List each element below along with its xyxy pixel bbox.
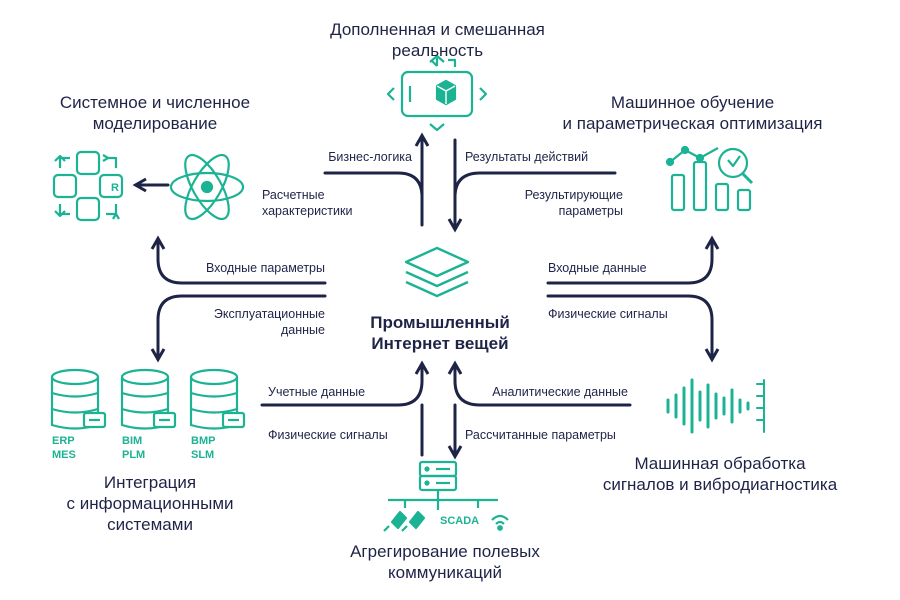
field-title-line1: Агрегирование полевых — [350, 542, 540, 561]
arrow-calc-char — [323, 171, 424, 199]
db-tag-plm: PLM — [122, 449, 146, 461]
signal-title-line1: Машинная обработка — [634, 454, 806, 473]
flow-physical-signals-bottom: Физические сигналы — [268, 428, 388, 442]
signal-title-line2: сигналов и вибродиагностика — [602, 475, 838, 494]
arrow-input-params — [150, 235, 327, 285]
ml-title-line1: Машинное обучение — [610, 93, 775, 112]
flow-result-params-line2: параметры — [558, 204, 623, 218]
center-title-line2: Интернет вещей — [371, 334, 509, 353]
integration-title-line2: с информационными — [66, 494, 234, 513]
db-tag-bmp: BMP — [191, 435, 216, 447]
arrow-result-params — [453, 171, 617, 199]
flow-analytic-data: Аналитические данные — [492, 385, 628, 399]
system-title-line2: моделирование — [92, 114, 218, 133]
ar-title: Дополненная и смешанная реальность — [280, 19, 595, 61]
flow-calc-char: Расчетные характеристики — [262, 187, 402, 219]
flow-operational-data: Эксплуатационные данные — [180, 306, 325, 338]
arrow-input-data — [546, 235, 720, 285]
flow-calc-char-line2: характеристики — [262, 204, 353, 218]
flow-input-params: Входные параметры — [205, 261, 325, 275]
flow-operational-data-line1: Эксплуатационные — [213, 307, 325, 321]
integration-title-line3: системами — [107, 515, 193, 534]
atom-icon — [169, 153, 245, 221]
ml-title-line2: и параметрическая оптимизация — [562, 114, 823, 133]
ar-title-line1: Дополненная и смешанная — [330, 20, 545, 39]
tablet-cube-icon — [386, 54, 488, 132]
db-tag-slm: SLM — [191, 449, 215, 461]
arrow-accounting-data — [260, 360, 430, 407]
database-icon — [50, 368, 107, 430]
layers-icon — [404, 246, 470, 298]
field-title: Агрегирование полевых коммуникаций — [310, 541, 580, 583]
db-tag-mes: MES — [52, 449, 76, 461]
database-icons — [50, 368, 246, 430]
scada-label: SCADA — [440, 515, 480, 527]
flow-action-results: Результаты действий — [465, 150, 589, 164]
flow-calc-char-line1: Расчетные — [262, 188, 325, 202]
flow-result-params: Результирующие параметры — [475, 187, 623, 219]
database-icon — [189, 368, 246, 430]
arrow-operational-data — [150, 294, 327, 363]
server-network-icon — [383, 460, 509, 532]
db-tag-erp: ERP — [52, 435, 75, 447]
database-icon — [120, 368, 177, 430]
system-title-line1: Системное и численное — [59, 93, 251, 112]
flow-physical-signals-right: Физические сигналы — [548, 307, 668, 321]
ml-title: Машинное обучение и параметрическая опти… — [520, 92, 865, 134]
waveform-icon — [666, 378, 765, 434]
field-title-line2: коммуникаций — [387, 563, 503, 582]
flow-calculated-params: Рассчитанные параметры — [465, 428, 616, 442]
ar-title-line2: реальность — [391, 41, 484, 60]
arrow-physical-signals — [546, 294, 720, 363]
flow-operational-data-line2: данные — [281, 323, 325, 337]
integration-title: Интеграция с информационными системами — [20, 472, 280, 535]
chart-magnifier-icon — [665, 145, 754, 212]
system-title: Системное и численное моделирование — [20, 92, 290, 134]
center-title: Промышленный Интернет вещей — [340, 312, 540, 354]
flow-accounting-data: Учетные данные — [268, 385, 366, 399]
arrow-analytic-data — [447, 360, 632, 407]
r-mark: R — [111, 182, 119, 194]
db-tag-bim: BIM — [122, 435, 143, 447]
cycle-blocks-icon — [52, 150, 124, 222]
integration-title-line1: Интеграция — [103, 473, 197, 492]
flow-input-data: Входные данные — [548, 261, 647, 275]
center-title-line1: Промышленный — [370, 313, 510, 332]
flow-business-logic: Бизнес-логика — [328, 150, 412, 164]
signal-title: Машинная обработка сигналов и вибродиагн… — [560, 453, 880, 495]
flow-result-params-line1: Результирующие — [524, 188, 623, 202]
